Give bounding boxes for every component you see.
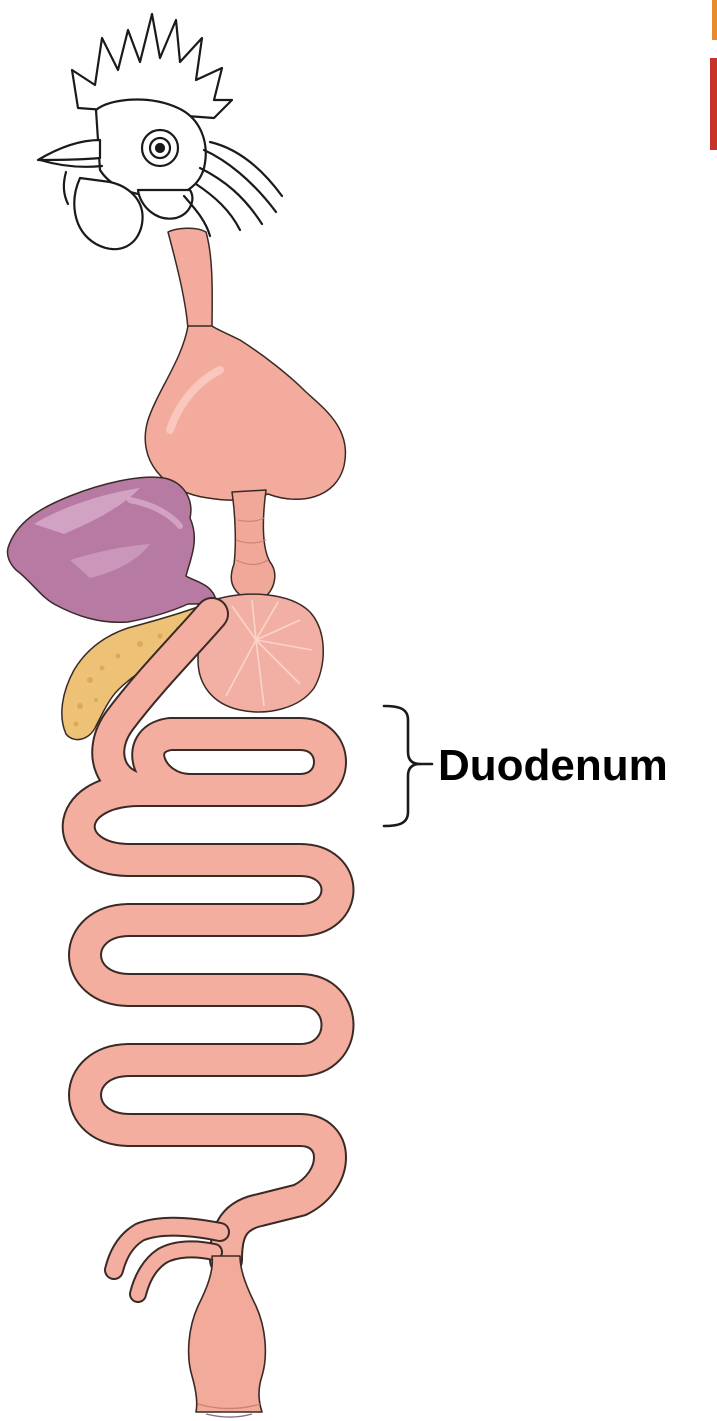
duodenum-annotation: Duodenum [384, 706, 668, 826]
corner-accent-orange [712, 0, 717, 40]
rooster-head [38, 14, 282, 249]
ceca [114, 1227, 220, 1294]
esophagus [168, 228, 212, 330]
liver [7, 477, 216, 622]
beak [38, 140, 100, 160]
duodenum-bracket [384, 706, 420, 826]
corner-accent [710, 0, 717, 150]
duodenum-label: Duodenum [438, 741, 668, 790]
corner-accent-red [710, 58, 717, 150]
earlobe [138, 190, 192, 219]
cloaca [189, 1256, 266, 1417]
proventriculus [231, 490, 275, 598]
